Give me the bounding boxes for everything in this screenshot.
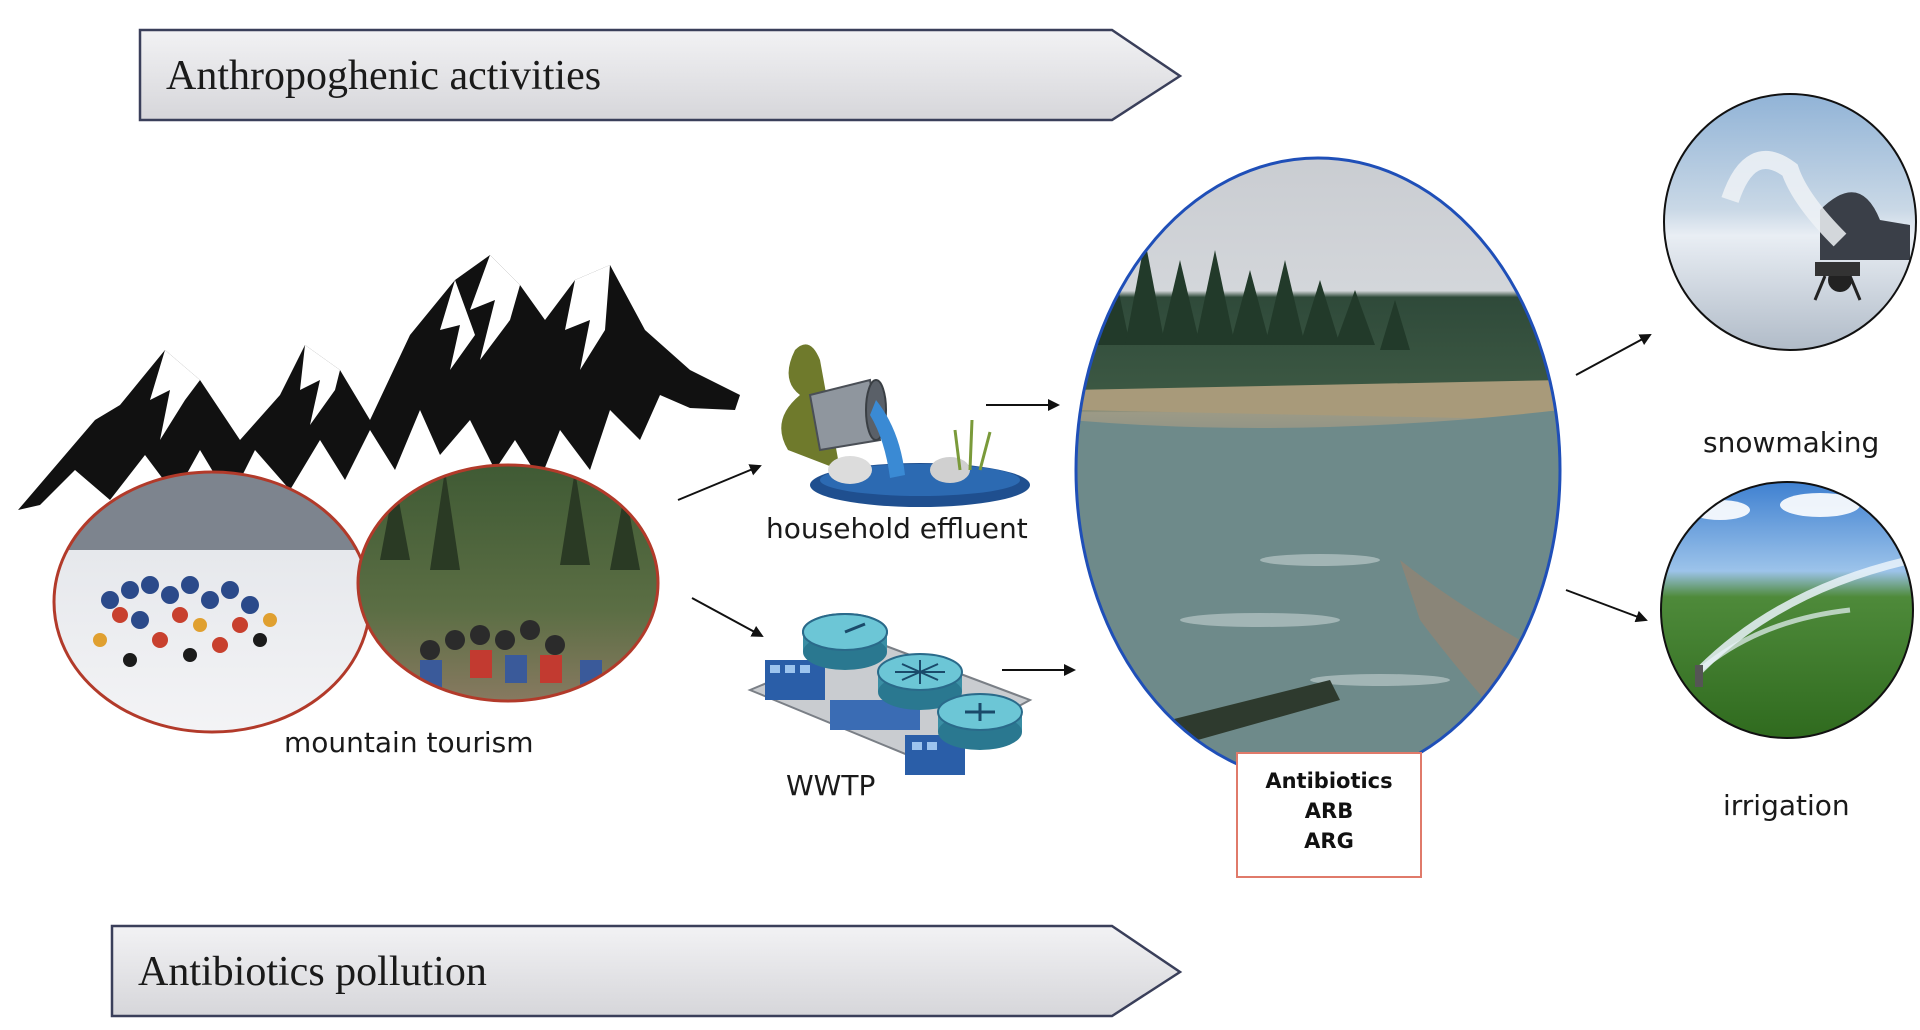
pollutant-arg: ARG bbox=[1304, 829, 1354, 853]
top-banner-text: Anthropoghenic activities bbox=[166, 53, 601, 99]
arrow-river-to-snowmaking bbox=[1575, 334, 1652, 376]
wwtp-label: WWTP bbox=[786, 769, 875, 802]
arrow-tourism-to-wwtp bbox=[691, 597, 764, 637]
bottom-banner: Antibiotics pollution bbox=[110, 924, 1183, 1018]
arrow-river-to-irrigation bbox=[1565, 589, 1648, 623]
wwtp-icon bbox=[747, 613, 1033, 775]
irrigation-label: irrigation bbox=[1723, 789, 1850, 822]
pipe-effluent-icon bbox=[781, 344, 1030, 507]
snowmaking-photo bbox=[1663, 93, 1917, 351]
household-effluent-label: household effluent bbox=[766, 512, 1028, 545]
mountains-icon bbox=[18, 255, 740, 510]
pollutant-antibiotics: Antibiotics bbox=[1265, 769, 1392, 793]
ski-crowd-photo bbox=[52, 470, 372, 734]
irrigation-photo bbox=[1660, 481, 1914, 739]
pollutant-box: Antibiotics ARB ARG bbox=[1236, 752, 1422, 878]
flow-arrows bbox=[677, 334, 1652, 676]
snowmaking-label: snowmaking bbox=[1703, 426, 1879, 459]
pollutant-arb: ARB bbox=[1305, 799, 1353, 823]
hiking-crowd-photo bbox=[356, 463, 660, 703]
arrow-tourism-to-effluent bbox=[677, 464, 762, 501]
bottom-banner-text: Antibiotics pollution bbox=[138, 949, 487, 995]
river-photo bbox=[1074, 156, 1562, 784]
mountain-tourism-label: mountain tourism bbox=[284, 726, 533, 759]
top-banner: Anthropoghenic activities bbox=[138, 28, 1183, 122]
